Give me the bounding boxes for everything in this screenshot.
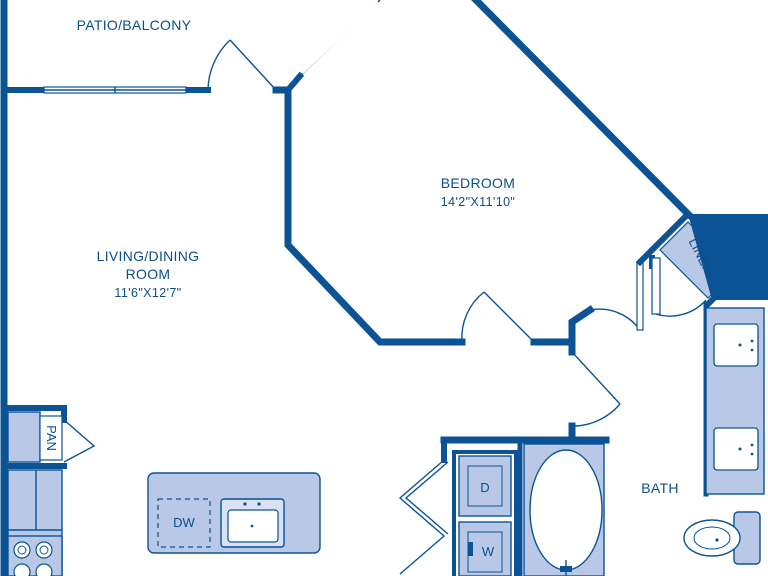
bedroom-dimensions: 14'2"X11'10" bbox=[441, 195, 516, 209]
vanity-sink-bottom bbox=[713, 427, 759, 471]
hall-door bbox=[571, 351, 621, 427]
corner-wall-block bbox=[688, 214, 768, 300]
laundry-bifold-doors bbox=[398, 459, 449, 575]
stove bbox=[7, 535, 63, 576]
dryer-label: D bbox=[480, 480, 489, 495]
bath-label: BATH bbox=[641, 480, 679, 496]
patio-label: PATIO/BALCONY bbox=[77, 17, 192, 33]
living-label-line1: LIVING/DINING bbox=[97, 248, 200, 264]
pantry bbox=[1, 405, 96, 469]
bath-door bbox=[649, 255, 707, 317]
bedroom-label: BEDROOM bbox=[441, 175, 515, 191]
closet-door bbox=[589, 245, 657, 331]
living-dimensions: 11'6"X12'7" bbox=[114, 286, 181, 300]
bedroom-door bbox=[461, 291, 535, 343]
diagonal-exterior-wall bbox=[471, 0, 693, 219]
bedroom-window bbox=[283, 0, 381, 95]
dishwasher bbox=[157, 498, 211, 548]
washer-label: W bbox=[482, 544, 495, 559]
toilet bbox=[683, 511, 761, 565]
pantry-label: PAN bbox=[44, 425, 59, 451]
hall-corner-wall bbox=[568, 305, 595, 346]
bathtub bbox=[523, 443, 605, 576]
vanity-sink-top bbox=[713, 323, 759, 367]
vanity bbox=[705, 307, 765, 495]
patio-door bbox=[207, 39, 277, 91]
bedroom-left-wall bbox=[272, 86, 466, 346]
sliding-door bbox=[43, 86, 187, 94]
dryer: D bbox=[458, 455, 512, 517]
washer: W bbox=[458, 521, 512, 576]
kitchen-island: DW bbox=[147, 472, 321, 554]
dishwasher-label: DW bbox=[173, 515, 195, 530]
living-label-line2: ROOM bbox=[126, 266, 171, 282]
